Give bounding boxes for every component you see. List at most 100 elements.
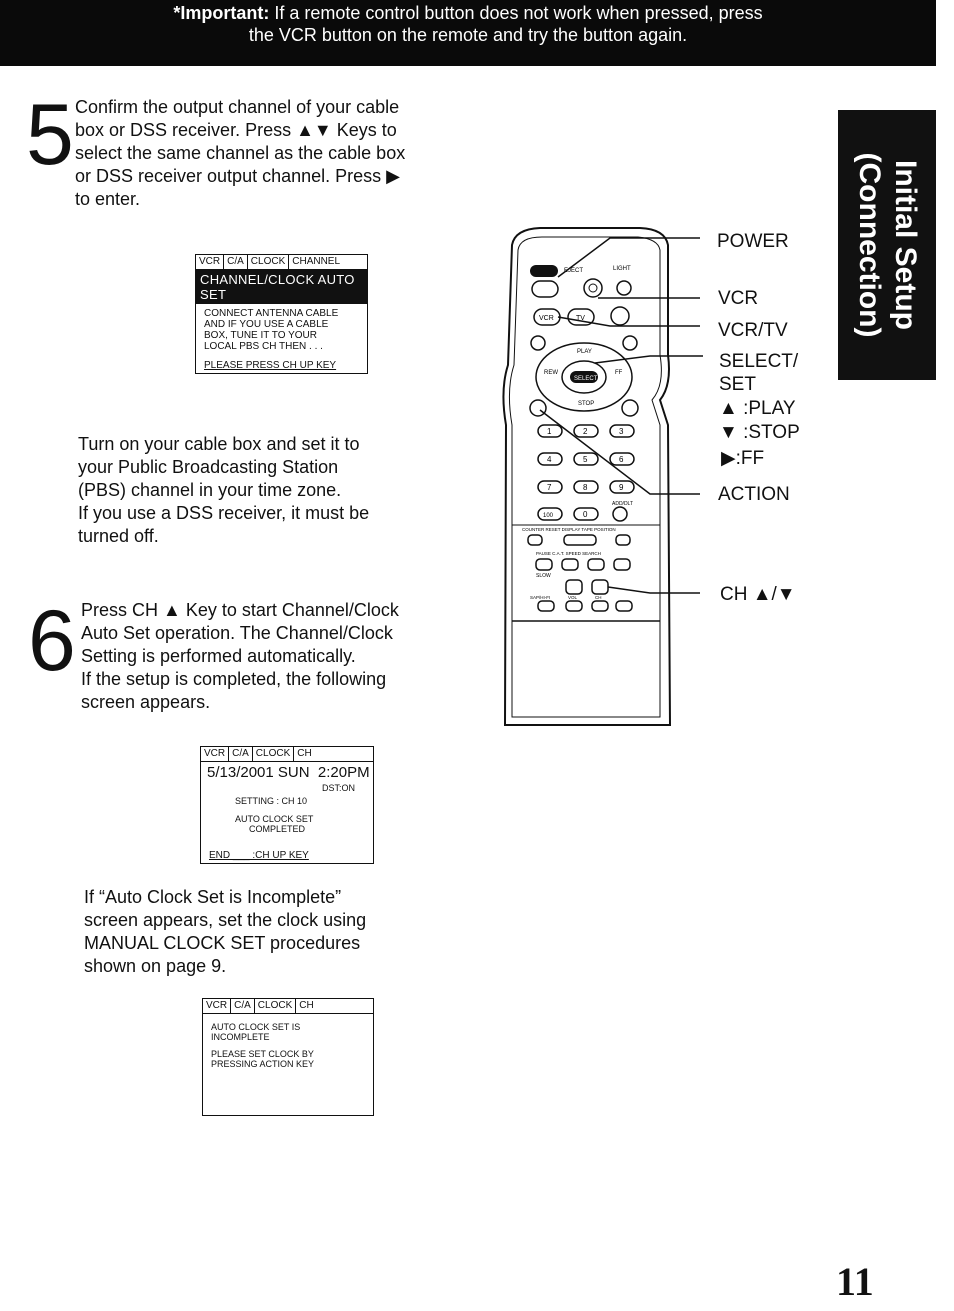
osd-complete-line: COMPLETED	[249, 824, 306, 834]
note-line: Turn on your cable box and set it to	[78, 434, 360, 454]
step-6-line: If the setup is completed, the following	[81, 669, 387, 689]
note-line: shown on page 9.	[84, 956, 227, 976]
osd-body-line: PLEASE SET CLOCK BY	[211, 1049, 314, 1059]
light-label: LIGHT	[613, 266, 631, 272]
tv-button-label: TV	[576, 315, 585, 322]
vol-ch-cluster[interactable]	[537, 579, 633, 612]
side-button-left[interactable]	[530, 335, 546, 351]
section-title: Initial Setup (Connection)	[851, 153, 923, 338]
step-6-number: 6	[28, 593, 76, 689]
step-6-line: Setting is performed automatically.	[81, 646, 356, 666]
label-ch: CH ▲/▼	[720, 584, 796, 605]
add-dlt-label: ADD/DLT	[612, 501, 633, 507]
osd-footer: END ___ :CH UP KEY	[209, 850, 309, 861]
section-title-line2: (Connection)	[853, 152, 886, 338]
hundred-label: 100	[543, 513, 554, 519]
osd-tab: VCR	[203, 999, 232, 1013]
step-5-note: Turn on your cable box and set it to you…	[78, 433, 369, 548]
digit-5-label: 5	[583, 455, 588, 464]
step-6-instructions: Press CH ▲ Key to start Channel/Clock Au…	[81, 599, 399, 714]
navigation-cluster: SELECT PLAY REW FF STOP	[535, 342, 633, 412]
label-ff: ▶:FF	[721, 448, 765, 469]
note-line: If you use a DSS receiver, it must be	[78, 503, 370, 523]
power-button[interactable]	[530, 265, 558, 277]
slow-label: SLOW	[536, 573, 551, 579]
important-banner: *Important: If a remote control button d…	[0, 0, 936, 66]
osd-complete-line: AUTO CLOCK SET	[235, 814, 314, 824]
osd-tab: VCR	[196, 255, 225, 269]
function-row-1[interactable]	[527, 534, 631, 546]
osd-tab: CLOCK	[255, 999, 297, 1013]
step-5-line: box or DSS receiver. Press ▲▼ Keys to	[75, 120, 397, 140]
osd-tab: CLOCK	[248, 255, 290, 269]
note-line: turned off.	[78, 526, 159, 546]
osd-footer: PLEASE PRESS CH UP KEY	[204, 360, 337, 371]
osd-body: AUTO CLOCK SET IS INCOMPLETE	[203, 1014, 373, 1042]
osd-body-line: PRESSING ACTION KEY	[211, 1059, 315, 1069]
osd-tab: C/A	[231, 999, 255, 1013]
step-6-line: screen appears.	[81, 692, 211, 712]
function-row-2[interactable]	[535, 558, 631, 571]
remote-control-illustration: EJECT LIGHT VCR TV SELECT PLAY REW FF ST…	[502, 227, 703, 726]
osd-body-line: AUTO CLOCK SET IS	[211, 1022, 301, 1032]
osd-body-line: CONNECT ANTENNA CABLE	[204, 308, 339, 319]
menu-button[interactable]	[621, 399, 639, 417]
osd-tab-bar: VCR C/A CLOCK CH	[203, 999, 373, 1014]
important-text-line2: the VCR button on the remote and try the…	[248, 25, 688, 45]
digit-3-label: 3	[619, 427, 624, 436]
vcr-button[interactable]: VCR	[533, 308, 561, 326]
ch-label: CH	[595, 595, 602, 600]
label-set: SET	[719, 374, 756, 395]
light-button[interactable]	[616, 280, 632, 296]
incomplete-note: If “Auto Clock Set is Incomplete” screen…	[84, 886, 366, 978]
action-button[interactable]	[529, 399, 547, 417]
label-vcr: VCR	[718, 288, 759, 309]
standby-button[interactable]	[531, 280, 559, 298]
section-title-line1: Initial Setup	[889, 159, 922, 330]
row2-labels: PAUSE C.A.T. SPEED SEARCH	[536, 551, 601, 556]
note-line: MANUAL CLOCK SET procedures	[84, 933, 361, 953]
step-6-line: Auto Set operation. The Channel/Clock	[81, 623, 393, 643]
osd-body-line: INCOMPLETE	[211, 1032, 270, 1042]
osd-screen-auto-set: VCR C/A CLOCK CHANNEL CHANNEL/CLOCK AUTO…	[195, 254, 368, 374]
osd-heading: CHANNEL/CLOCK AUTO SET	[196, 270, 367, 304]
ff-label: FF	[615, 370, 623, 376]
label-power: POWER	[717, 231, 789, 252]
osd-tab-bar: VCR C/A CLOCK CH	[201, 747, 373, 762]
osd-tab: CHANNEL	[292, 256, 341, 267]
digit-6-label: 6	[619, 455, 624, 464]
section-side-tab: Initial Setup (Connection)	[838, 110, 936, 380]
step-5-line: select the same channel as the cable box	[75, 143, 406, 163]
eject-button[interactable]	[583, 278, 603, 298]
note-line: (PBS) channel in your time zone.	[78, 480, 342, 500]
digit-7-label: 7	[547, 483, 552, 492]
step-5-line: to enter.	[75, 189, 141, 209]
osd-tab: CH	[299, 1000, 314, 1011]
osd-body-2: PLEASE SET CLOCK BY PRESSING ACTION KEY	[203, 1042, 373, 1069]
important-label: *Important:	[173, 3, 270, 23]
step-5-instructions: Confirm the output channel of your cable…	[75, 96, 405, 211]
osd-screen-incomplete: VCR C/A CLOCK CH AUTO CLOCK SET IS INCOM…	[202, 998, 374, 1116]
digit-1-label: 1	[547, 427, 552, 436]
osd-tab: CLOCK	[253, 747, 295, 761]
page-number: 11	[836, 1259, 874, 1304]
osd-dst: DST:ON	[321, 783, 355, 793]
important-text-line1: If a remote control button does not work…	[269, 3, 763, 23]
note-line: screen appears, set the clock using	[84, 910, 367, 930]
osd-body-line: BOX, TUNE IT TO YOUR	[204, 330, 317, 341]
label-action: ACTION	[718, 484, 790, 505]
osd-tab: C/A	[229, 747, 253, 761]
side-button-right[interactable]	[622, 335, 638, 351]
stop-label: STOP	[578, 401, 594, 407]
vol-label: VOL	[568, 595, 578, 600]
vcr-tv-button[interactable]	[610, 306, 630, 326]
osd-screen-complete: VCR C/A CLOCK CH 5/13/2001 SUN 2:20PM DS…	[200, 746, 374, 864]
vcr-button-label: VCR	[539, 315, 554, 322]
tv-button[interactable]: TV	[567, 308, 595, 326]
digit-4-label: 4	[547, 455, 552, 464]
osd-tab: C/A	[224, 255, 248, 269]
label-vcr-tv: VCR/TV	[718, 320, 788, 341]
label-stop: ▼ :STOP	[719, 422, 800, 443]
sap-label: SAP/HI-FI	[530, 595, 550, 600]
osd-body-line: LOCAL PBS CH THEN . . .	[204, 341, 323, 352]
